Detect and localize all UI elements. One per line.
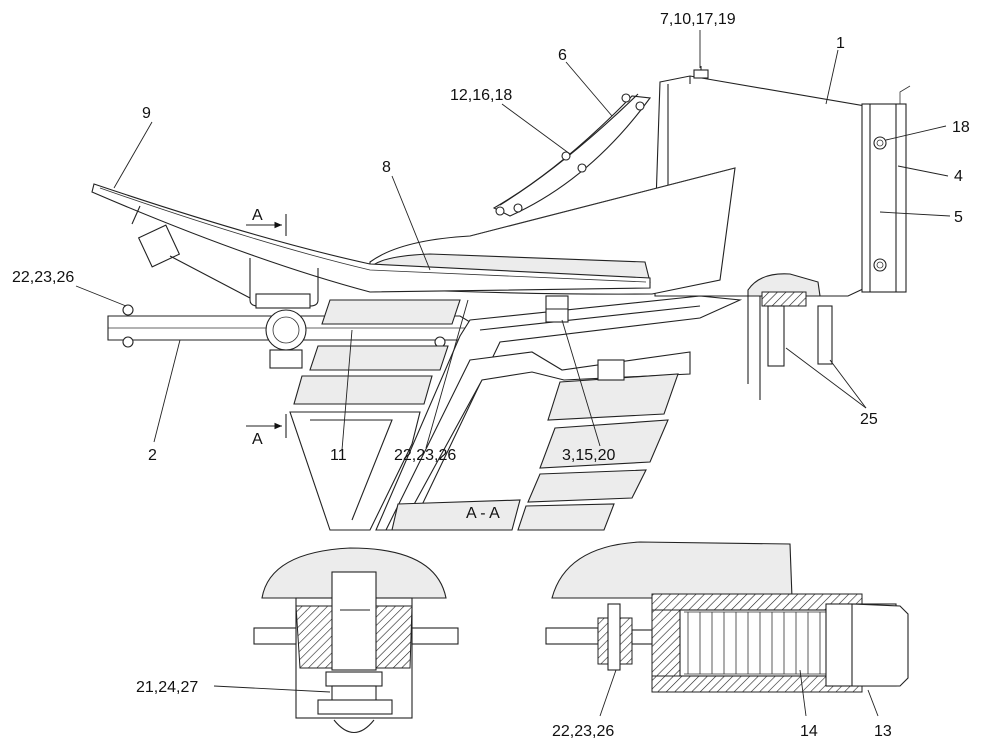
callout-11: 11 xyxy=(330,447,347,464)
section-a-a xyxy=(289,295,743,531)
callout-1: 1 xyxy=(836,35,845,52)
callout-6: 6 xyxy=(558,47,567,64)
callout-18: 18 xyxy=(952,119,970,136)
callout-22-23-26-bottom: 22,23,26 xyxy=(552,723,614,740)
leaf-spring-9 xyxy=(91,183,651,293)
section-view-label: A - A xyxy=(466,505,500,522)
section-mark-a-top: A xyxy=(252,207,263,224)
callout-4: 4 xyxy=(954,168,963,185)
callout-3-15-20: 3,15,20 xyxy=(562,447,615,464)
callout-9: 9 xyxy=(142,105,151,122)
spring-clamp xyxy=(137,224,319,309)
callout-2: 2 xyxy=(148,447,157,464)
callout-21-24-27: 21,24,27 xyxy=(136,679,198,696)
leader-lines xyxy=(75,30,951,451)
callout-13: 13 xyxy=(874,723,892,740)
bolt-3-15-20 xyxy=(545,295,569,323)
legs-25 xyxy=(747,273,833,400)
section-marker-bottom xyxy=(246,414,287,438)
callout-labels: 1 7,10,17,19 6 12,16,18 9 8 18 4 5 22,23… xyxy=(12,11,970,740)
callout-5: 5 xyxy=(954,209,963,226)
callout-25: 25 xyxy=(860,411,878,428)
detail-left xyxy=(213,547,459,734)
main-view xyxy=(75,30,951,531)
bracket-plates-4-5 xyxy=(861,85,911,293)
detail-right xyxy=(545,541,909,717)
callout-22-23-26-left: 22,23,26 xyxy=(12,269,74,286)
section-mark-a-bottom: A xyxy=(252,431,263,448)
callout-22-23-26-mid: 22,23,26 xyxy=(394,447,456,464)
callout-14: 14 xyxy=(800,723,818,740)
curved-plate-6 xyxy=(492,93,652,217)
section-marker-top xyxy=(246,214,287,236)
callout-8: 8 xyxy=(382,159,391,176)
callout-12-16-18: 12,16,18 xyxy=(450,87,512,104)
callout-7-10-17-19: 7,10,17,19 xyxy=(660,11,736,28)
